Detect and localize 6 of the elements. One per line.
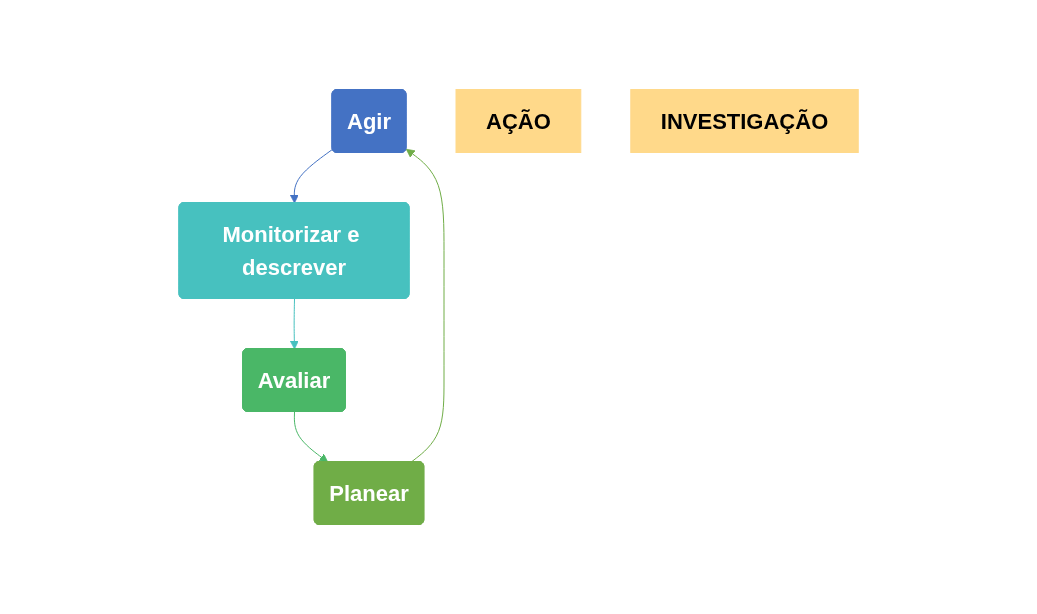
arrow [289,148,334,204]
arrow [289,298,299,350]
node-box: AÇÃO [455,89,582,153]
arrow [405,148,445,463]
arrow [293,411,328,463]
node-box: INVESTIGAÇÃO [630,89,859,153]
